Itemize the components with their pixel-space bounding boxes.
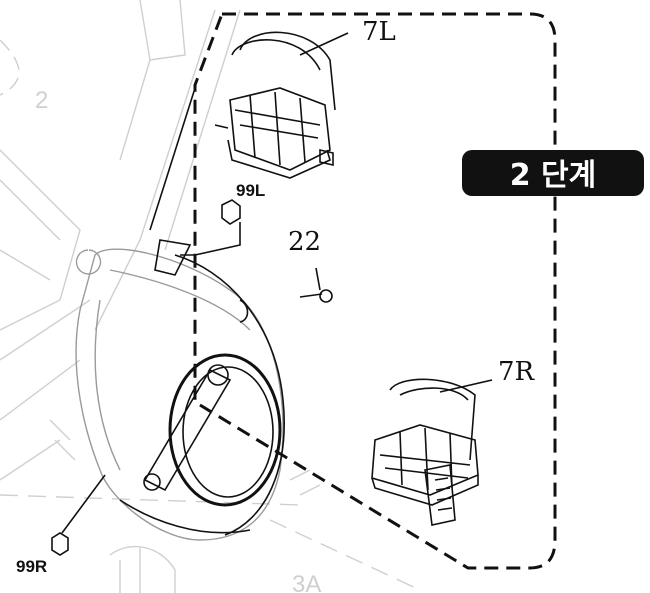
step-badge-text: 2 단계 [510,158,597,193]
bolt-22 [299,267,333,303]
crank-arm [143,364,232,492]
label-3a: 3A [292,571,321,593]
crank-housing [75,239,285,541]
label-7l: 7L [362,17,396,47]
leader-line [149,84,197,231]
assembly-box [193,12,557,570]
label-7r: 7R [498,357,536,387]
pedal-left [214,31,349,179]
label-22: 22 [288,227,321,257]
nut-upper [180,199,241,256]
nut-lower [51,474,106,556]
step-badge: 2 단계 [462,150,644,196]
pedal-right [371,378,493,526]
label-2: 2 [35,87,48,114]
step-badge-bg [462,150,644,196]
label-99r: 99R [16,557,47,576]
label-99l: 99L [236,181,265,200]
frame-background [0,0,421,593]
